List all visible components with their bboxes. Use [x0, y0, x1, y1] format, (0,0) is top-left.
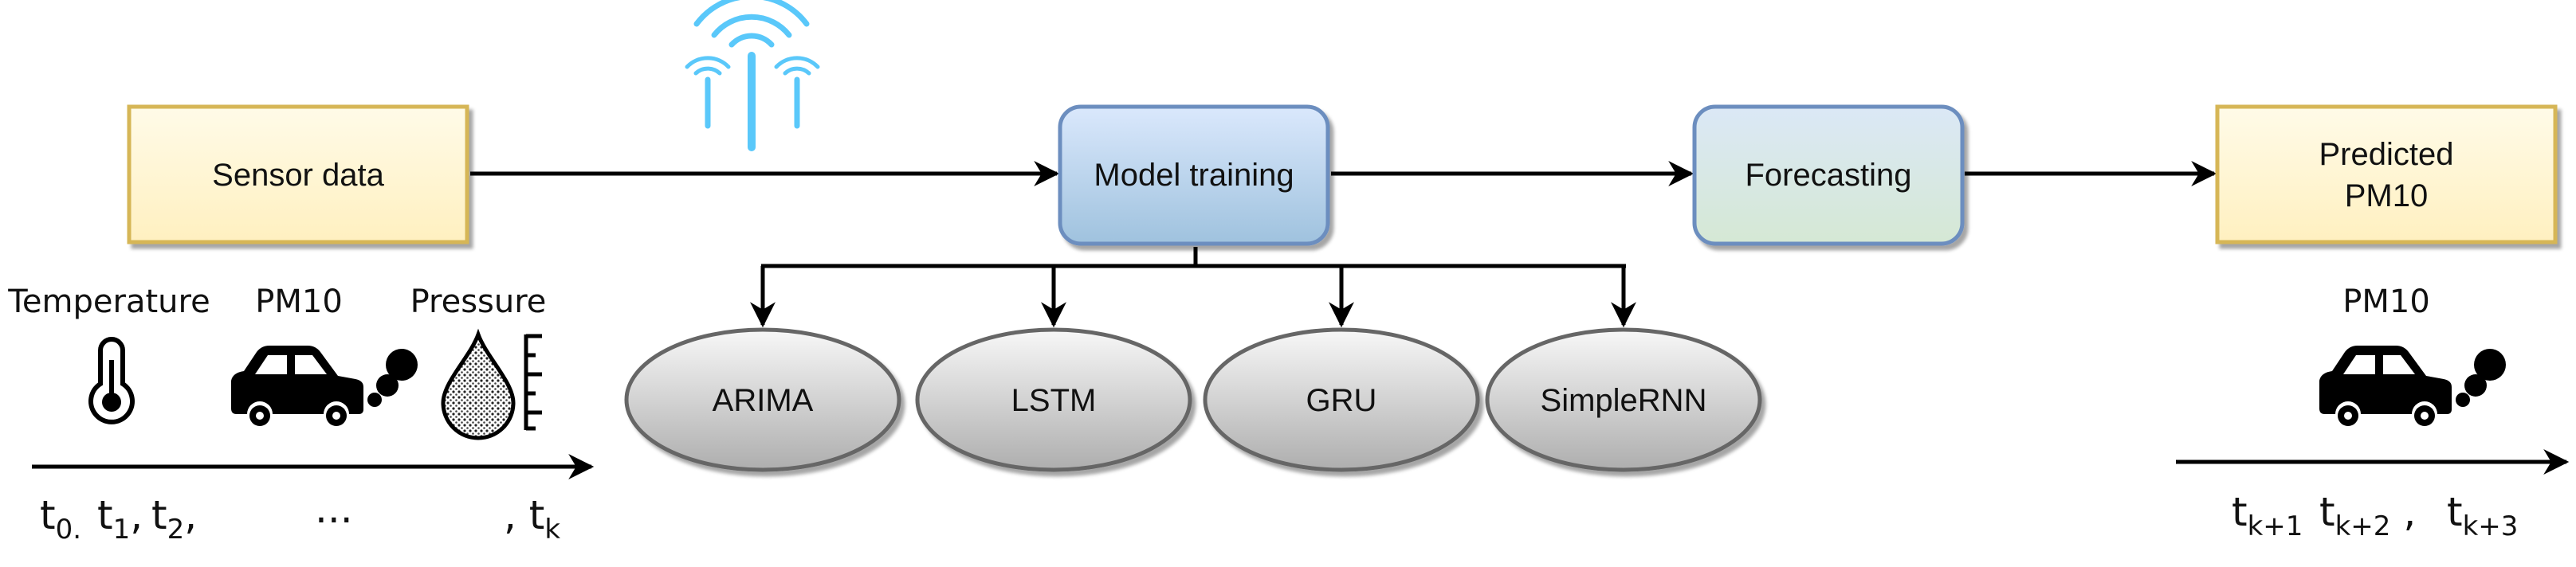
svg-text:tk+1: tk+1	[2232, 489, 2303, 542]
model-training-label: Model training	[1094, 158, 1294, 193]
model-label: GRU	[1306, 383, 1377, 418]
pressure-label: Pressure	[410, 284, 547, 320]
forecasting-label: Forecasting	[1745, 158, 1912, 193]
forecasting-node: Forecasting	[1692, 104, 1965, 246]
pressure-drop-icon	[441, 328, 542, 440]
temperature-label: Temperature	[7, 284, 210, 320]
svg-text:t2,: t2,	[151, 492, 197, 545]
predicted-label-line2: PM10	[2345, 178, 2429, 213]
model-label: LSTM	[1011, 383, 1097, 418]
car-exhaust-icon	[231, 346, 418, 426]
model-branch-connector	[750, 247, 1636, 328]
pm10-output-label: PM10	[2342, 284, 2430, 320]
svg-text:t1,: t1,	[97, 492, 143, 545]
output-time-labels: tk+1 tk+2 , tk+3	[2232, 489, 2518, 542]
pm10-input-label: PM10	[255, 284, 343, 320]
thermometer-icon	[88, 337, 135, 424]
svg-text:tk+3: tk+3	[2447, 489, 2518, 542]
model-training-node: Model training	[1058, 104, 1330, 246]
svg-text:...: ...	[315, 486, 353, 532]
predicted-label-line1: Predicted	[2319, 137, 2454, 172]
model-oval-lstm: LSTM	[915, 327, 1192, 472]
model-oval-arima: ARIMA	[624, 327, 901, 472]
input-time-labels: t0. t1, t2, ... , tk	[40, 486, 560, 545]
svg-text:, tk: , tk	[504, 492, 560, 545]
model-oval-simplernn: SimpleRNN	[1485, 327, 1762, 472]
svg-text:tk+2 ,: tk+2 ,	[2319, 489, 2416, 542]
sensor-data-node: Sensor data	[127, 104, 469, 244]
model-label: SimpleRNN	[1541, 383, 1707, 418]
predicted-pm10-node: Predicted PM10	[2215, 104, 2558, 244]
wifi-antenna-icon	[685, 0, 820, 151]
model-oval-gru: GRU	[1203, 327, 1480, 472]
model-label: ARIMA	[713, 383, 814, 418]
svg-text:t0.: t0.	[40, 492, 81, 545]
car-exhaust-icon	[2319, 346, 2506, 426]
sensor-data-label: Sensor data	[212, 158, 384, 193]
